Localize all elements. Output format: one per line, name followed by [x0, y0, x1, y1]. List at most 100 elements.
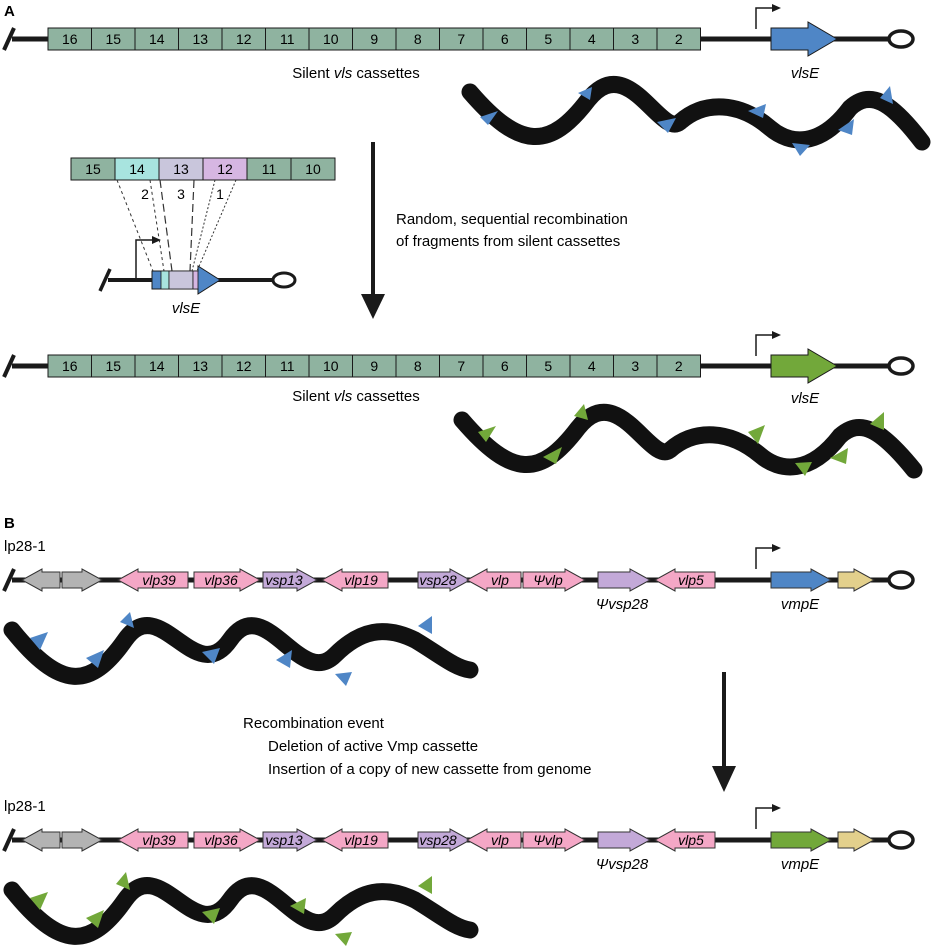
cassette-12: 12 [221, 354, 266, 378]
fragment-number-1: 1 [216, 186, 224, 202]
gene-arrow [262, 568, 319, 592]
telomere-hairpin [887, 29, 915, 49]
vmpE-label: vmpE [781, 596, 820, 613]
vlsE-label: vlsE [791, 65, 820, 82]
promoter-arrow [755, 7, 772, 29]
cassette-15: 15 [70, 157, 116, 181]
spirochete-blue-1 [461, 76, 931, 156]
vlsE-label-2: vlsE [791, 390, 820, 407]
spirochete-green-2 [3, 872, 479, 946]
cassette-15: 15 [91, 354, 136, 378]
vmpE-gene-arrow [770, 828, 833, 852]
gene-arrow [116, 828, 189, 852]
spirochete-green-1 [453, 403, 923, 479]
event-caption-line1: Recombination event [243, 715, 385, 732]
vlsE-gene-arrow-blue [770, 21, 838, 57]
cassette-12: 12 [221, 27, 266, 51]
cassette-number: 8 [414, 358, 422, 374]
cassette-number: 5 [544, 358, 552, 374]
gene-arrow [262, 828, 319, 852]
gene-label: vlp39 [142, 832, 176, 848]
cassette-6: 6 [482, 27, 527, 51]
cassette-9: 9 [352, 27, 397, 51]
event-caption-line3: Insertion of a copy of new cassette from… [268, 761, 592, 778]
panel-b-label: B [4, 515, 15, 532]
process-arrow-a [361, 142, 385, 319]
plasmid-label: lp28-1 [4, 538, 46, 555]
cassette-12: 12 [202, 157, 248, 181]
cassette-number: 3 [631, 31, 639, 47]
cassette-2: 2 [656, 27, 701, 51]
cassette-number: 6 [501, 31, 509, 47]
gene-arrow [193, 828, 262, 852]
plasmid-label-2: lp28-1 [4, 798, 46, 815]
gray-gene-arrow-left [20, 568, 61, 592]
cassette-11: 11 [265, 27, 310, 51]
gene-label: vsp13 [265, 572, 303, 588]
gray-gene-arrow-left [20, 828, 61, 852]
gene-arrow [465, 828, 522, 852]
cassette-14: 14 [134, 27, 179, 51]
cassette-5: 5 [526, 27, 571, 51]
gene-label: Ψvlp [533, 832, 563, 848]
gene-arrow [417, 828, 472, 852]
cassette-11: 11 [265, 354, 310, 378]
cassette-10: 10 [308, 354, 353, 378]
psi-vsp28-label-2: Ψvsp28 [596, 856, 649, 873]
cassette-number: 2 [675, 31, 683, 47]
gene-arrow [116, 568, 189, 592]
cassette-15: 15 [91, 27, 136, 51]
cassette-number: 16 [62, 31, 78, 47]
cassette-7: 7 [439, 354, 484, 378]
cassette-16: 16 [47, 354, 92, 378]
fragment-number-2: 2 [141, 186, 149, 202]
cassette-number: 13 [192, 31, 208, 47]
panel-a-label: A [4, 3, 15, 20]
fragment-number-3: 3 [177, 186, 185, 202]
cassette-number: 4 [588, 31, 596, 47]
gene-arrow [417, 568, 472, 592]
gene-arrow [597, 568, 652, 592]
cassette-3: 3 [613, 27, 658, 51]
cassette-number: 10 [323, 31, 339, 47]
cassette-number: 16 [62, 358, 78, 374]
gene-arrow [465, 568, 522, 592]
recombination-caption-line2: of fragments from silent cassettes [396, 233, 620, 250]
cassette-5: 5 [526, 354, 571, 378]
vmpE-gene-arrow [770, 568, 833, 592]
cassette-number: 11 [262, 161, 277, 177]
cassette-number: 4 [588, 358, 596, 374]
telomere-hairpin [887, 830, 915, 850]
cassette-number: 10 [323, 358, 339, 374]
promoter-arrow [755, 547, 772, 569]
gene-label: vlp [491, 572, 509, 588]
cassette-13: 13 [178, 354, 223, 378]
cassette-14: 14 [134, 354, 179, 378]
cassette-number: 13 [192, 358, 208, 374]
gene-label: vlp5 [678, 832, 704, 848]
gene-arrow [320, 568, 389, 592]
vlsE-gene-arrow-green [770, 348, 838, 384]
cassette-4: 4 [569, 354, 614, 378]
telomere-hairpin [887, 570, 915, 590]
inset-vlsE-label: vlsE [172, 300, 201, 317]
gene-label: vsp28 [419, 832, 457, 848]
gene-label: vlp5 [678, 572, 704, 588]
silent-cassettes-caption-2: Silent vls cassettes [292, 388, 420, 405]
cassette-number: 11 [280, 31, 295, 47]
gray-gene-arrow-right [61, 828, 104, 852]
event-caption-line2: Deletion of active Vmp cassette [268, 738, 478, 755]
cassette-7: 7 [439, 27, 484, 51]
gene-label: vlp19 [344, 832, 378, 848]
cassette-number: 11 [280, 358, 295, 374]
cassette-11: 11 [246, 157, 292, 181]
cassette-number: 9 [370, 358, 378, 374]
gene-label: Ψvlp [533, 572, 563, 588]
gene-label: vlp39 [142, 572, 176, 588]
cassette-number: 12 [236, 31, 252, 47]
